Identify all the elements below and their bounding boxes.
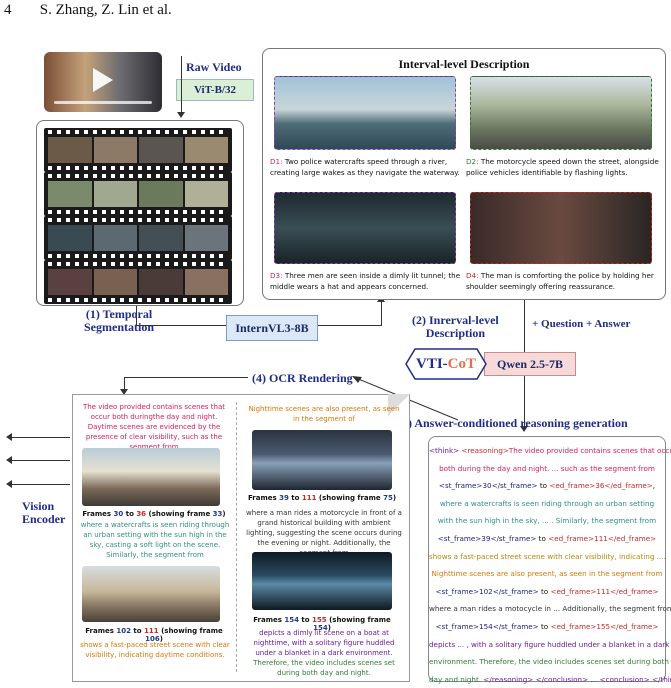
frames-a-caption: Frames 30 to 36 (showing frame 33) [76,510,232,518]
connector-line [124,377,248,378]
ocr-right-top-text: Nighttime scenes are also present, as se… [246,404,402,424]
ocr-left-mid-text: where a watercrafts is seen riding throu… [80,520,230,560]
ocr-image-b [82,566,220,622]
reasoning-line-13: environment. Therefore, the video includ… [429,653,665,671]
arrow-head [6,456,12,464]
reasoning-line-3: <st_frame>30</st_frame> to <ed_frame>36<… [429,477,665,495]
arrow-head [6,480,12,488]
arrow-down [181,56,182,114]
vit-encoder-box: ViT-B/32 [176,79,254,101]
reasoning-line-9: <st_frame>102</st_frame> to <ed_frame>11… [429,583,665,601]
interval-panel-title: Interval-level Description [262,57,666,72]
film-strip-2 [44,172,232,216]
connector-line [136,306,137,326]
reasoning-line-14: day and night. </reasoning> </conclusion… [429,671,665,688]
page-header: 4 S. Zhang, Z. Lin et al. [0,2,172,19]
step3-label: (3) Answer-conditioned reasoning generat… [398,416,628,431]
authors: S. Zhang, Z. Lin et al. [40,2,172,18]
column-divider [236,402,237,672]
description-d2: D2: The motorcycle speed down the street… [466,156,662,178]
ocr-right-bottom-text: depicts a dimly lit scene on a boat at n… [246,628,402,678]
vision-encoder-label: Vision Encoder [22,500,65,526]
description-d1: D1: Two police watercrafts speed through… [270,156,462,178]
connector-line [381,300,382,326]
film-strip-3 [44,216,232,260]
encoder-arrow-2 [10,460,70,461]
scene-image-d3 [274,192,456,264]
qwen-model-box: Qwen 2.5-7B [484,352,576,376]
reasoning-line-5: with the sun high in the sky, ... . Simi… [429,512,665,530]
scene-image-d2 [470,76,652,150]
reasoning-line-1: <think> <reasoning>The video provided co… [429,442,665,460]
frames-c-caption: Frames 39 to 111 (showing frame 75) [246,494,398,502]
ocr-left-top-text: The video provided contains scenes that … [76,402,232,452]
encoder-arrow-3 [10,484,70,485]
page-number: 4 [0,2,36,19]
reasoning-line-7: shows a fast-paced street scene with cle… [429,548,665,566]
film-strip-4 [44,260,232,304]
scene-image-d4 [470,192,652,264]
reasoning-line-10: where a man rides a motocycle in ... Add… [429,600,665,618]
description-d4: D4: The man is comforting the police by … [466,270,662,292]
encoder-arrow-1 [10,437,70,438]
ocr-left-bottom-text: shows a fast-paced street scene with cle… [80,640,230,660]
progress-bar-icon [54,101,152,104]
step4-label: (4) OCR Rendering [252,371,353,386]
scene-image-d1 [274,76,456,150]
play-icon [93,68,113,92]
reasoning-line-6: <st_frame>39</st_frame> to <ed_frame>111… [429,530,665,548]
ocr-right-mid-text: where a man rides a motorcycle in front … [246,508,402,558]
film-strip-1 [44,128,232,172]
ocr-image-d [252,552,392,610]
reasoning-line-4: where a watercrafts is seen riding throu… [429,495,665,513]
arrow-head [177,112,185,118]
description-d3: D3: Three men are seen inside a dimly li… [270,270,462,292]
reasoning-box: <think> <reasoning>The video provided co… [428,436,666,682]
ocr-image-a [82,448,220,506]
reasoning-line-8: Nighttime scenes are also present, as se… [429,565,665,583]
ocr-image-c [252,430,392,490]
reasoning-line-11: <st_frame>154</st_frame> to <ed_frame>15… [429,618,665,636]
arrow-head [6,433,12,441]
internvl-model-box: InternVL3-8B [226,315,318,341]
step2-label: (2) Inrerval-level Description [412,314,499,340]
reasoning-line-12: depicts ... , with a solitary figure hud… [429,636,665,654]
raw-video-thumbnail [44,52,162,112]
reasoning-line-2: both during the day and night. ... such … [429,460,665,478]
question-answer-label: + Question + Answer [532,318,630,330]
raw-video-label: Raw Video [186,60,242,75]
step1-label: (1) Temporal Segmentation [84,308,154,334]
